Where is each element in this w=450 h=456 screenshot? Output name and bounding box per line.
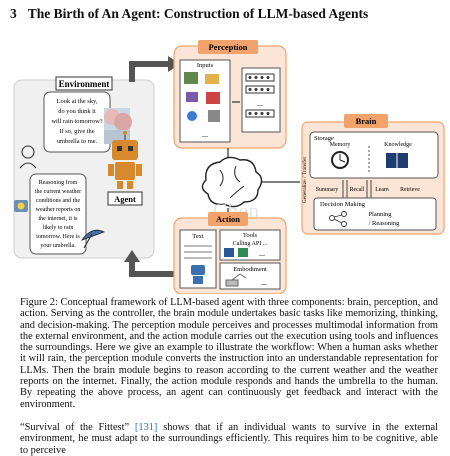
umbrella-icon — [80, 229, 106, 249]
citation-link[interactable]: [131] — [134, 422, 158, 433]
text-label: Text — [192, 233, 204, 240]
input-media-icons — [184, 72, 220, 122]
planning-icon — [329, 211, 347, 227]
weather-report-icon — [14, 200, 28, 212]
agent-bubble-line: Reasoning from — [39, 179, 78, 186]
human-bubble-line: If so, give the — [59, 128, 94, 135]
token-vectors — [245, 73, 275, 118]
perception-label: Perception — [208, 42, 247, 52]
robot-agent-icon — [108, 131, 142, 189]
agent-bubble-line: conditions and the — [36, 198, 80, 204]
tools-box — [219, 229, 281, 261]
caption-prefix: Figure 2: — [20, 297, 58, 308]
text-lines-icon — [184, 245, 212, 259]
env-to-perception-arrow — [129, 61, 168, 82]
knowledge-label: Knowledge — [384, 142, 412, 148]
agent-speech-bubble — [29, 173, 87, 255]
embodiment-ellipsis: ... — [261, 278, 267, 287]
figure-caption: Figure 2: Conceptual framework of LLM-ba… — [20, 297, 438, 410]
body-paragraph: “Survival of the Fittest” [131] shows th… — [20, 422, 438, 456]
human-bubble-line: Look at the sky, — [57, 98, 98, 105]
learn-label: Learn — [375, 187, 389, 193]
human-bubble-line: do you think it — [58, 108, 96, 115]
environment-label-box — [55, 76, 113, 91]
memory-label: Memory — [330, 142, 351, 148]
environment-label: Environment — [59, 79, 110, 89]
summary-label: Summary — [316, 187, 339, 193]
brain-icon — [201, 156, 263, 208]
cloudy-sky-image — [104, 108, 132, 144]
knowledge-book-icon — [386, 153, 408, 168]
agent-bubble-line: the current weather — [35, 189, 81, 195]
section-title: The Birth of An Agent: Construction of L… — [27, 6, 369, 21]
robot-arm-icon — [225, 273, 247, 287]
agent-bubble-text: Reasoning from the current weather condi… — [35, 179, 81, 249]
caption-text: Conceptual framework of LLM-based agent … — [20, 297, 438, 410]
inputs-ellipsis: ... — [202, 130, 208, 139]
agent-label-box — [107, 191, 143, 206]
planning-label: Planning — [368, 211, 392, 218]
agent-bubble-line: the internet, it is — [39, 216, 79, 222]
embodiment-label: Embodiment — [233, 266, 267, 273]
human-icon — [19, 145, 37, 169]
decision-making-box — [313, 197, 437, 231]
agent-bubble-line: weather reports on — [36, 207, 81, 213]
action-label: Action — [216, 214, 240, 224]
agent-bubble-line: your umbrella. — [40, 243, 76, 249]
paragraph-quote: “Survival of the Fittest” — [20, 422, 130, 433]
perception-label-box — [198, 40, 258, 54]
decision-making-label: Decision Making — [320, 201, 366, 208]
human-bubble-line: umbrella to me. — [57, 138, 98, 145]
memory-icon — [331, 151, 349, 169]
generalize-transfer-label: Generalize / Transfer — [301, 157, 308, 204]
recall-label: Recall — [350, 187, 365, 193]
section-heading: 3 The Birth of An Agent: Construction of … — [10, 6, 368, 22]
action-to-env-arrowhead — [124, 250, 140, 262]
tools-label: Tools — [243, 232, 258, 239]
inputs-label: Inputs — [197, 62, 214, 69]
action-label-box — [208, 212, 248, 226]
tokens-ellipsis: ... — [257, 99, 263, 108]
human-bubble-text: Look at the sky, do you think it will ra… — [51, 98, 102, 145]
tools-ellipsis: ... — [259, 249, 265, 258]
tool-icons — [224, 248, 248, 257]
agent-bubble-line: tomorrow. Here is — [36, 234, 80, 240]
retrieve-label: Retrieve — [400, 187, 420, 193]
brain-label: Brain — [356, 116, 377, 126]
agent-label: Agent — [114, 194, 136, 204]
section-number: 3 — [10, 6, 17, 21]
human-bubble-line: will rain tomorrow? — [51, 118, 102, 125]
agent-framework-figure: Environment Look at the sky, do you thin… — [13, 40, 445, 294]
reasoning-label: / Reasoning — [369, 220, 401, 227]
brain-label-box — [344, 114, 388, 128]
robot-mini-icon — [191, 265, 205, 284]
storage-decision-arrows — [342, 180, 372, 198]
calling-api-label: Calling API ... — [233, 241, 268, 247]
agent-bubble-line: likely to rain — [43, 225, 74, 231]
storage-label: Storage — [314, 135, 334, 142]
action-to-env-arrow — [129, 260, 178, 277]
